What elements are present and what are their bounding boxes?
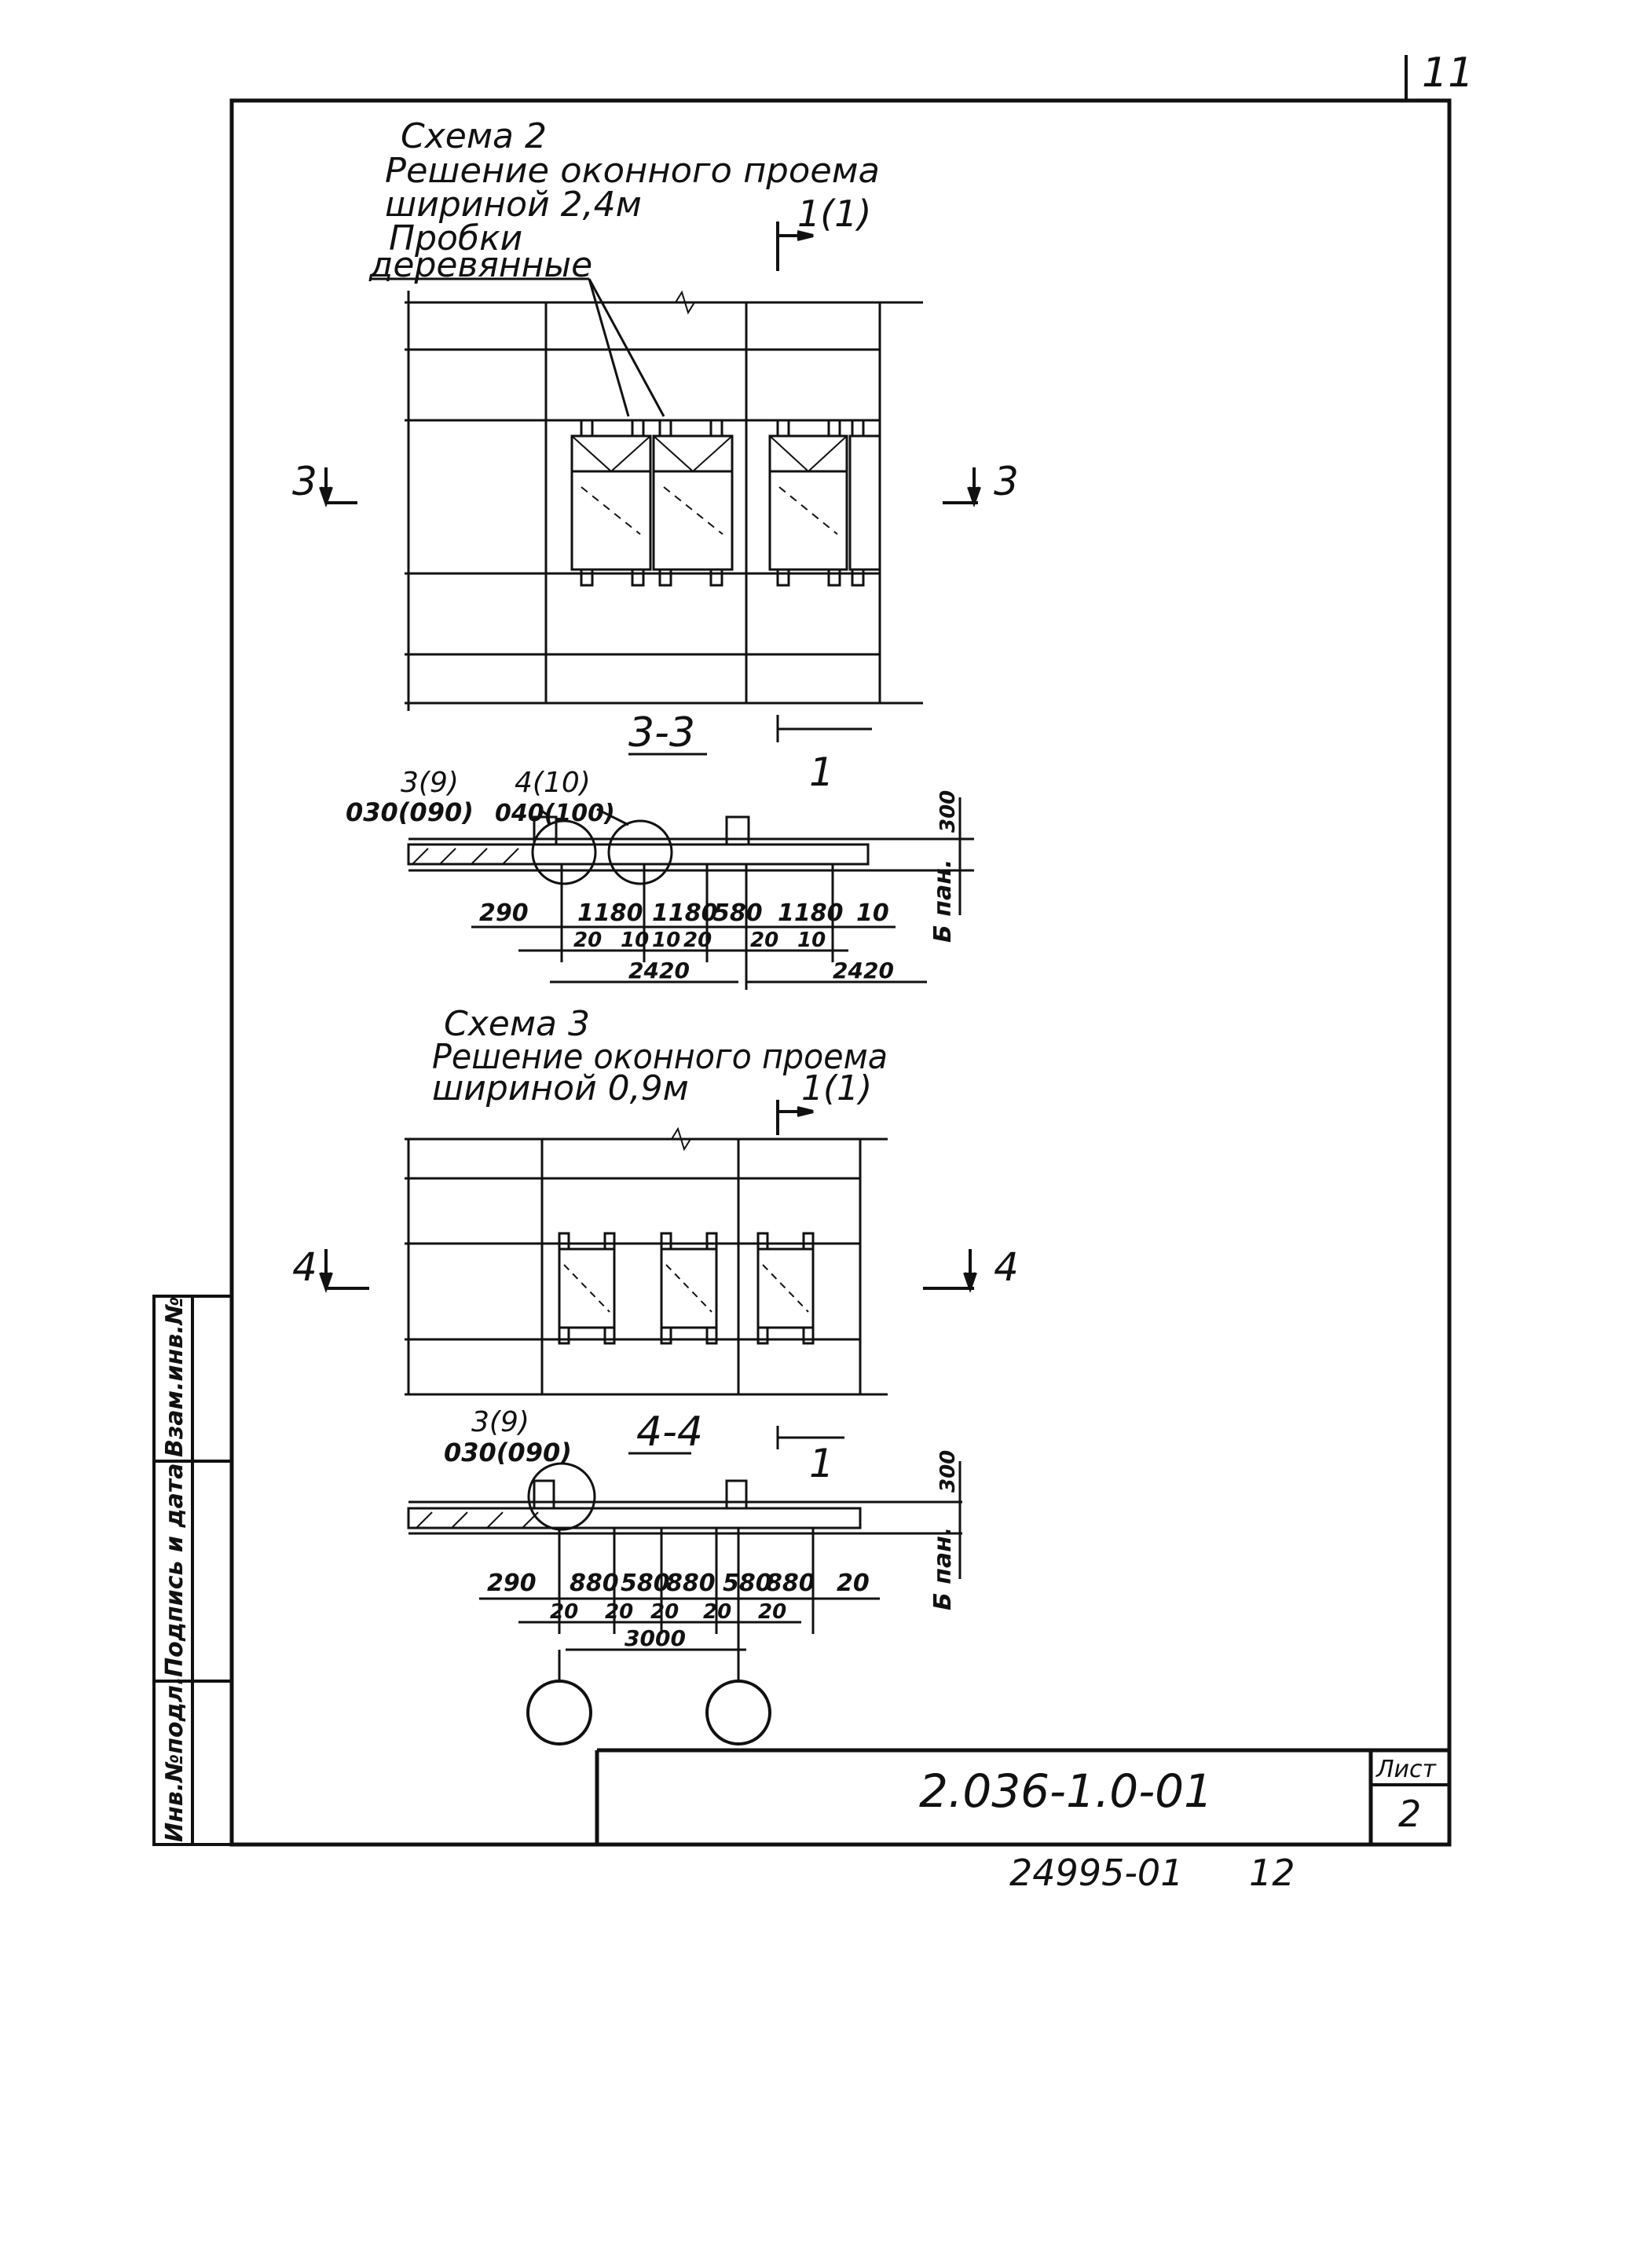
scheme2-b-label: Б пан. <box>929 859 957 943</box>
scheme2-wall-dim: 300 <box>936 790 960 833</box>
scheme3-dimension-lines <box>479 1528 880 1681</box>
scheme3-section-title: 4-4 <box>636 1409 703 1456</box>
dim-value: 580 <box>621 1570 670 1597</box>
scheme3-total: 3000 <box>625 1625 686 1651</box>
sheet-frame <box>229 98 1452 1847</box>
dim-value: 290 <box>487 1570 537 1597</box>
dim-value: 20 <box>605 1600 633 1624</box>
scheme2-dims-row2: 20 10 10 20 20 10 <box>573 929 826 952</box>
scheme2-cut-arrows <box>319 467 981 508</box>
title-block <box>595 1748 1449 1845</box>
scheme3-wall-dim: 300 <box>936 1450 960 1493</box>
scheme2-section-mark: 1 <box>809 749 834 795</box>
dim-value: 1180 <box>778 899 844 927</box>
scheme2-node-a-bottom: 030(090) <box>346 797 474 827</box>
dim-value: 20 <box>758 1600 786 1624</box>
corner-number: 11 <box>1422 49 1474 97</box>
scheme3-cut-left: 4 <box>292 1244 317 1290</box>
scheme2-callout-2: деревянные <box>368 245 592 285</box>
scheme2-section-title: 3-3 <box>628 709 695 756</box>
dim-value: 20 <box>650 1600 679 1624</box>
scheme2-total-b: 2420 <box>833 958 894 984</box>
scheme2-subtitle-2: шириной 2,4м <box>385 185 642 225</box>
dim-value: 20 <box>683 929 712 952</box>
bottom-page: 12 <box>1249 1852 1295 1894</box>
scheme2-total-a: 2420 <box>628 958 690 984</box>
dim-value: 20 <box>573 929 602 952</box>
scheme2-title: Схема 2 <box>401 116 547 156</box>
scheme2-elevation <box>369 277 923 711</box>
title-block-designation: 2.036-1.0-01 <box>919 1764 1213 1818</box>
dim-value: 20 <box>750 929 778 952</box>
dim-value: 10 <box>797 929 826 952</box>
scheme2-section-ref: 1(1) <box>797 192 871 235</box>
axis-marker-left <box>526 1680 592 1746</box>
scheme3-dims-row1: 290 880 580 880 580 880 20 <box>487 1570 870 1597</box>
scheme2-cut-left: 3 <box>292 459 317 504</box>
scheme3-node-a-bottom: 030(090) <box>444 1438 572 1467</box>
title-block-sheet-number: 2 <box>1398 1793 1421 1835</box>
scheme2-node-b-bottom: 040(100) <box>495 800 615 827</box>
dim-value: 580 <box>713 899 763 927</box>
scheme3-section-ref: 1(1) <box>801 1068 872 1108</box>
scheme2-section-3-3 <box>407 715 974 915</box>
scheme3-elevation <box>405 1126 888 1396</box>
axis-marker-right <box>705 1680 771 1746</box>
scheme3-subtitle-2: шириной 0,9м <box>432 1068 689 1108</box>
side-stamp-col2: Подпись и дата <box>161 1464 189 1677</box>
scheme2-dimension-lines <box>471 864 927 990</box>
side-stamp-col3: Взам.инв.№ <box>161 1296 189 1457</box>
scheme2-node-b-top: 4(10) <box>515 767 591 799</box>
title-block-sheet-label: Лист <box>1375 1756 1438 1783</box>
dim-value: 880 <box>766 1570 815 1597</box>
bottom-stamp: 24995-01 <box>1009 1852 1183 1894</box>
dim-value: 1180 <box>577 899 643 927</box>
dim-value: 10 <box>621 929 649 952</box>
scheme3-dims-row2: 20 20 20 20 20 <box>550 1600 786 1624</box>
dim-value: 20 <box>837 1570 870 1597</box>
scheme2-subtitle-1: Решение оконного проема <box>385 151 880 191</box>
scheme3-b-label: Б пан. <box>929 1527 957 1610</box>
dim-value: 10 <box>856 899 889 927</box>
scheme3-node-a-top: 3(9) <box>471 1406 529 1438</box>
scheme2-section-ref-mark <box>776 222 814 271</box>
scheme2-callout-1: Пробки <box>389 218 522 258</box>
side-stamp <box>152 1295 233 1846</box>
dim-value: 1180 <box>652 899 718 927</box>
scheme3-section-ref-mark <box>776 1100 814 1135</box>
dim-value: 290 <box>479 899 529 927</box>
dim-value: 580 <box>723 1570 772 1597</box>
scheme3-subtitle-1: Решение оконного проема <box>432 1037 888 1077</box>
dim-value: 880 <box>570 1570 619 1597</box>
dim-value: 20 <box>703 1600 731 1624</box>
dim-value: 880 <box>666 1570 716 1597</box>
scheme2-node-a-top: 3(9) <box>401 767 459 799</box>
dim-value: 20 <box>550 1600 578 1624</box>
side-stamp-col1: Инв.№подл. <box>161 1676 189 1842</box>
scheme3-cut-right: 4 <box>994 1244 1019 1290</box>
scheme3-cut-arrows <box>319 1249 977 1294</box>
scheme3-section-mark: 1 <box>809 1441 834 1486</box>
scheme3-title: Схема 3 <box>444 1004 590 1044</box>
scheme2-cut-right: 3 <box>994 459 1019 504</box>
dim-value: 10 <box>652 929 680 952</box>
scheme3-section-4-4 <box>407 1426 962 1579</box>
scheme2-dims-row1: 290 1180 1180 580 1180 10 <box>479 899 889 927</box>
